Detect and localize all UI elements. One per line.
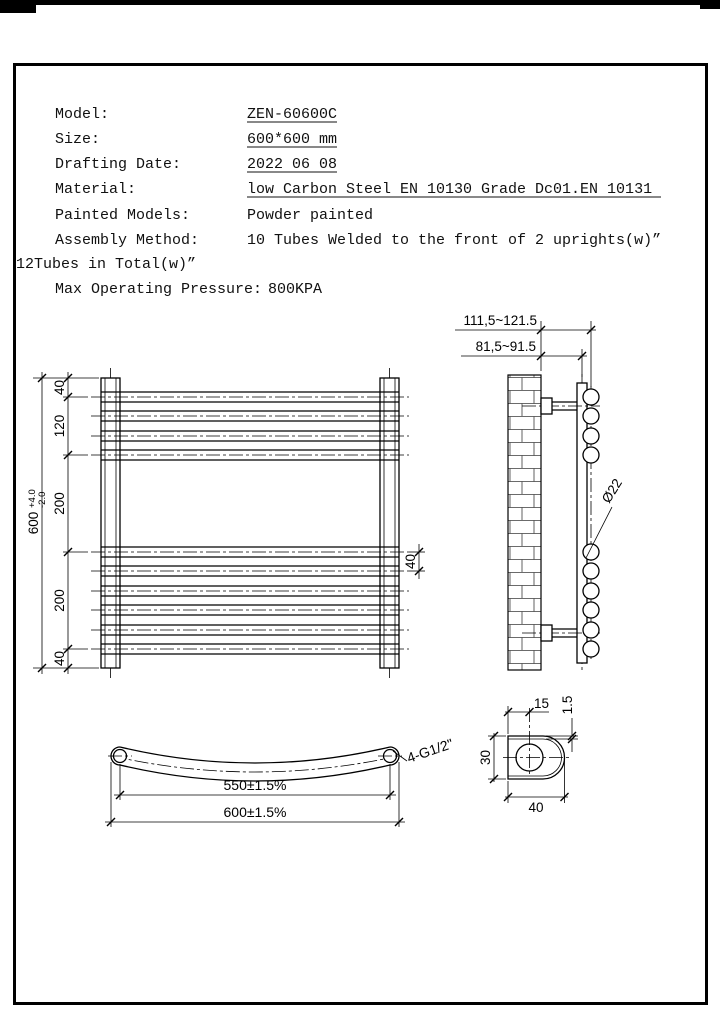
detail-height-dimension: 30 [478, 731, 506, 784]
top-view: 4-G1/2" 550±1.5% 600±1.5% [105, 735, 455, 827]
dim-chain-40-bottom: 40 [52, 651, 67, 666]
spec-block: Model: ZEN-60600C Size: 600*600 mm Draft… [16, 106, 661, 298]
dim-wall-to-tube: 111,5~121.5 [464, 313, 537, 328]
dim-thread: 4-G1/2" [405, 735, 455, 766]
dim-chain-200-a: 200 [52, 492, 67, 515]
dim-tolerance-plus: +4.0 [27, 489, 38, 508]
front-pitch-dimension: 40 [403, 544, 425, 579]
front-overall-dimension: 600 +4.0 -2.0 [26, 372, 48, 674]
tube-rail [91, 604, 409, 616]
rail-top-edge [119, 746, 391, 764]
spec-label-pressure: Max Operating Pressure: [55, 281, 262, 298]
tube-rail [91, 391, 409, 403]
spec-value-material: low Carbon Steel EN 10130 Grade Dc01.EN … [247, 181, 652, 198]
tube-rail [91, 449, 409, 461]
spec-label-model: Model: [55, 106, 109, 123]
tube-rail [91, 410, 409, 422]
rail-centerline-arc [111, 755, 399, 773]
spec-value-assembly: 10 Tubes Welded to the front of 2 uprigh… [247, 232, 661, 249]
tube-end-circles [582, 388, 600, 658]
top-edge-mark [0, 0, 720, 5]
scan-marks [0, 0, 720, 13]
tube-diameter-label: Ø22 [585, 476, 625, 559]
leader-line [392, 750, 408, 762]
tube-rail [91, 624, 409, 636]
wall-bracket-top [522, 397, 600, 415]
rail-right-cap [389, 746, 400, 766]
detail-offset-dimension: 15 [503, 696, 549, 734]
corner-mark-right [700, 0, 720, 9]
front-chain-dimension: 40 120 200 200 40 [33, 372, 99, 674]
upright-side-profile [576, 382, 588, 664]
drawing-frame [13, 63, 708, 1005]
thread-callout: 4-G1/2" [392, 735, 455, 766]
dim-chain-200-b: 200 [52, 589, 67, 612]
leader-line [585, 506, 613, 559]
dim-centers-550: 550±1.5% [224, 777, 287, 793]
dim-tolerance-minus: -2.0 [37, 492, 48, 508]
dim-chain-40-top: 40 [52, 380, 67, 395]
dim-overall-600: 600 [26, 512, 41, 535]
tube-rail [91, 565, 409, 577]
rail-bottom-edge [119, 764, 391, 782]
dim-width-40: 40 [528, 800, 543, 815]
spec-value-model: ZEN-60600C [247, 106, 337, 123]
side-offset-dimensions: 111,5~121.5 81,5~91.5 [455, 313, 596, 387]
corner-mark-left [0, 0, 36, 13]
dim-tube-diameter: Ø22 [599, 476, 625, 506]
dim-overall-600pct: 600±1.5% [224, 804, 287, 820]
front-view: 40 120 200 200 40 600 +4.0 -2.0 40 [26, 368, 425, 678]
detail-thickness-dimension: 1.5 [546, 696, 578, 752]
dim-chain-120: 120 [52, 415, 67, 438]
spec-value-size: 600*600 mm [247, 131, 337, 148]
spec-note-tubes-total: 12Tubes in Total(w)” [16, 256, 196, 273]
detail-view: 15 1.5 30 40 [478, 696, 578, 815]
spec-value-date: 2022 06 08 [247, 156, 337, 173]
tube-rail [91, 585, 409, 597]
tube-rail [91, 430, 409, 442]
top-overall-dimension: 600±1.5% [105, 762, 405, 827]
top-centers-dimension: 550±1.5% [114, 764, 396, 800]
dim-wall-to-upright: 81,5~91.5 [476, 339, 536, 354]
spec-value-painted: Powder painted [247, 207, 373, 224]
tube-rail [91, 546, 409, 558]
dim-height-30: 30 [478, 750, 493, 765]
dim-hole-offset-15: 15 [534, 696, 549, 711]
tube-rail [91, 643, 409, 655]
spec-label-material: Material: [55, 181, 136, 198]
spec-label-date: Drafting Date: [55, 156, 181, 173]
spec-label-size: Size: [55, 131, 100, 148]
spec-label-painted: Painted Models: [55, 207, 190, 224]
dim-pitch-40: 40 [403, 554, 418, 569]
dim-thickness-1-5: 1.5 [560, 696, 575, 715]
spec-label-assembly: Assembly Method: [55, 232, 199, 249]
side-view: 111,5~121.5 81,5~91.5 Ø22 [455, 313, 625, 672]
wall-brick-hatch [507, 374, 542, 671]
spec-value-pressure: 800KPA [268, 281, 322, 298]
detail-width-dimension: 40 [503, 760, 569, 815]
